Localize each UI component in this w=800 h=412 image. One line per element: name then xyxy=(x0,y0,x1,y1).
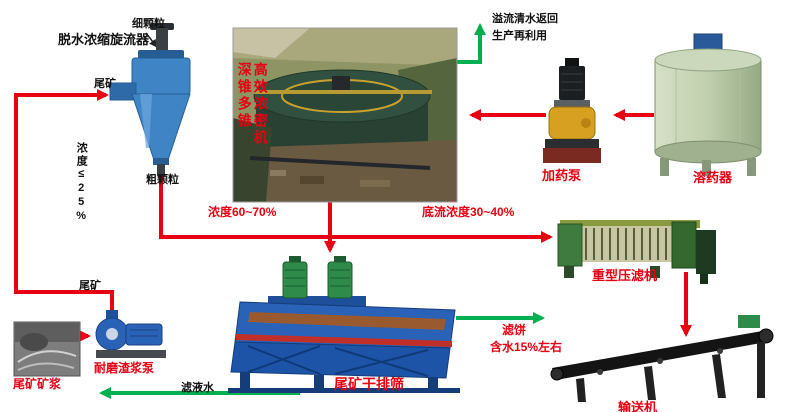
label-dissolver: 溶药器 xyxy=(693,170,733,185)
label-slurry-pool: 尾矿矿浆 xyxy=(13,377,62,391)
label-tailings-feed: 尾矿 xyxy=(94,78,116,90)
label-filter-press: 重型压滤机 xyxy=(592,268,658,283)
fine-particles-pointer xyxy=(145,32,158,48)
label-filtrate: 滤液水 xyxy=(181,382,214,394)
flow-cyclone-underflow xyxy=(159,176,553,243)
dewatering-screen-graphic xyxy=(228,256,460,393)
filter-press-graphic xyxy=(557,220,716,284)
label-fine-particles: 细颗粒 xyxy=(132,18,165,30)
dosing-pump-graphic xyxy=(543,58,601,163)
flow-overflow-return xyxy=(452,23,486,64)
hydrocyclone-graphic xyxy=(109,23,191,176)
label-cake-line1: 滤饼 xyxy=(502,323,527,337)
label-overflow-line1: 溢流清水返回 xyxy=(492,13,558,25)
label-screen-feed-concentration: 浓度60~70% xyxy=(208,205,277,219)
label-tailings-line: 尾矿 xyxy=(79,280,101,292)
label-underflow-concentration: 底流浓度30~40% xyxy=(422,205,515,219)
label-thickener-col1: 深锥多锥 xyxy=(236,62,253,130)
label-conveyor: 输送机 xyxy=(618,400,658,412)
label-feed-concentration: 浓度≤25% xyxy=(75,142,88,224)
label-cyclone: 脱水浓缩旋流器 xyxy=(58,32,150,47)
slurry-pool-photo xyxy=(13,321,81,377)
thickener-photo xyxy=(232,27,458,203)
label-screen: 尾矿干排筛 xyxy=(334,376,404,392)
conveyor-graphic xyxy=(550,315,774,402)
slurry-pump-graphic xyxy=(95,310,166,358)
label-overflow-line2: 生产再利用 xyxy=(492,30,547,42)
label-coarse-particles: 粗颗粒 xyxy=(146,174,179,186)
red-flow-lines xyxy=(14,89,692,342)
label-cake-line2: 含水15%左右 xyxy=(490,340,563,354)
label-slurry-pump: 耐磨渣浆泵 xyxy=(94,361,155,375)
dissolver-graphic xyxy=(654,33,762,176)
label-dosing-pump: 加药泵 xyxy=(542,168,582,183)
label-thickener-col2: 高效浓密机 xyxy=(252,62,269,147)
flow-pump-to-cyclone xyxy=(14,89,114,310)
